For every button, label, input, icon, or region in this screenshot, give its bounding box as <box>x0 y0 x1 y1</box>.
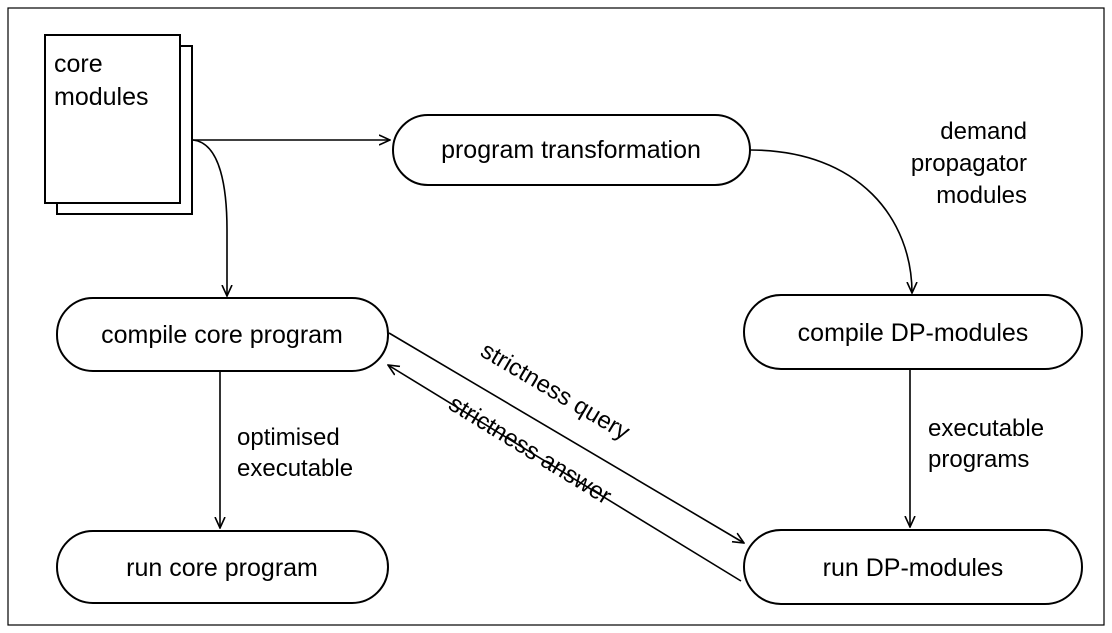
label-executable-programs: executable programs <box>928 415 1044 473</box>
node-compile-core-program-label: compile core program <box>101 321 343 349</box>
label-optimised-line-2: executable <box>237 455 353 482</box>
document-front-page <box>44 34 181 204</box>
core-modules-document: core modules <box>44 34 193 215</box>
label-demand-line-1: demand <box>940 118 1027 145</box>
label-optimised-executable: optimised executable <box>237 424 353 482</box>
arrow-transformation-to-compile-dp <box>749 149 912 293</box>
node-program-transformation: program transformation <box>392 114 751 186</box>
label-demand-line-3: modules <box>936 182 1027 209</box>
label-optimised-line-1: optimised <box>237 424 340 451</box>
node-program-transformation-label: program transformation <box>441 136 701 164</box>
node-run-core-program-label: run core program <box>126 554 318 582</box>
node-run-dp-modules: run DP-modules <box>743 529 1083 605</box>
node-run-dp-modules-label: run DP-modules <box>823 554 1004 582</box>
label-demand-propagator-modules: demand propagator modules <box>911 118 1027 209</box>
node-compile-core-program: compile core program <box>56 297 389 372</box>
label-demand-line-2: propagator <box>911 150 1027 177</box>
document-label-line-1: core <box>54 50 103 78</box>
document-label-line-2: modules <box>54 83 149 111</box>
arrow-strictness-query <box>388 332 744 543</box>
label-executable-line-2: programs <box>928 446 1029 473</box>
arrow-strictness-answer <box>388 365 742 582</box>
node-compile-dp-modules: compile DP-modules <box>743 294 1083 370</box>
node-run-core-program: run core program <box>56 530 389 604</box>
label-executable-line-1: executable <box>928 415 1044 442</box>
node-compile-dp-modules-label: compile DP-modules <box>798 319 1029 347</box>
arrow-modules-to-compile-core <box>192 139 227 296</box>
